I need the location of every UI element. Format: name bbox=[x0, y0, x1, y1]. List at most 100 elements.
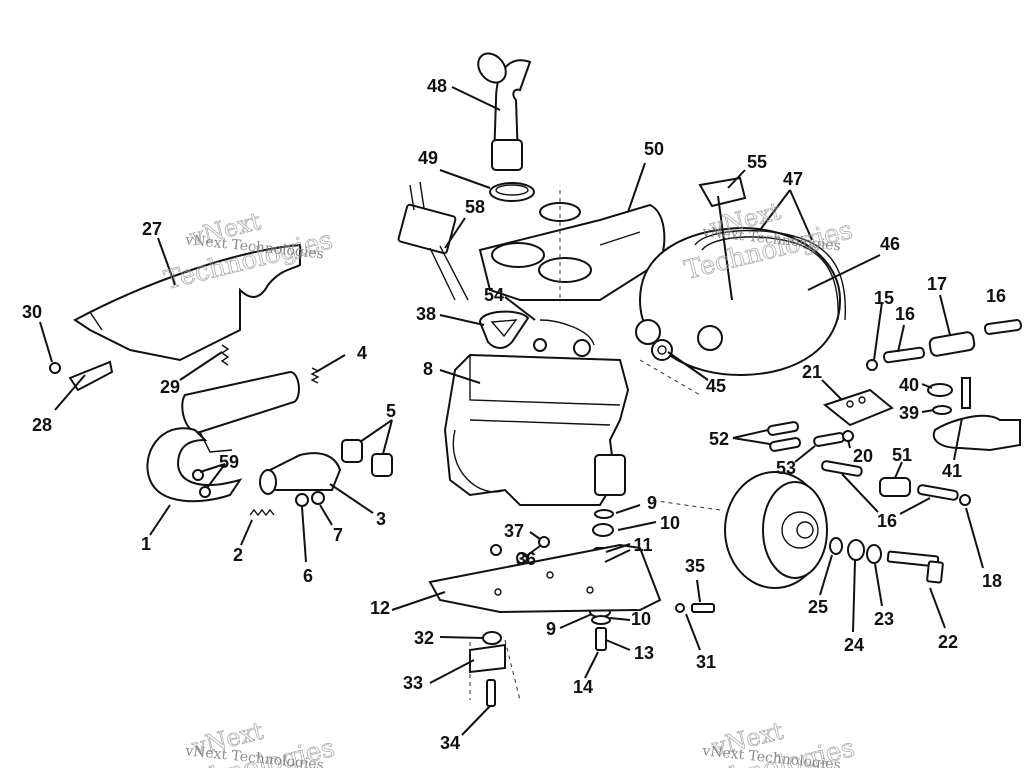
part-48-elbow-tube bbox=[477, 52, 532, 171]
callout-38: 38 bbox=[416, 304, 436, 324]
part-45-grommet bbox=[651, 339, 673, 361]
part-31-nut bbox=[675, 603, 685, 613]
part-39-washer bbox=[932, 405, 952, 415]
part-30-screw bbox=[49, 362, 61, 374]
part-46-crankcase-housing bbox=[635, 226, 847, 377]
part-33-plate bbox=[469, 643, 506, 674]
callout-31: 31 bbox=[696, 652, 716, 672]
part-53-sleeve bbox=[813, 432, 846, 447]
callout-1: 1 bbox=[141, 534, 151, 554]
callout-41: 41 bbox=[942, 461, 962, 481]
callout-36: 36 bbox=[516, 549, 536, 569]
callout-9-lower: 9 bbox=[546, 619, 556, 639]
callout-21: 21 bbox=[802, 362, 822, 382]
callout-2: 2 bbox=[233, 545, 243, 565]
part-2-spring bbox=[249, 508, 275, 517]
callout-6: 6 bbox=[303, 566, 313, 586]
callout-29: 29 bbox=[160, 377, 180, 397]
part-23-washer bbox=[866, 544, 882, 564]
callout-11: 11 bbox=[633, 535, 652, 555]
part-29-spring bbox=[220, 344, 230, 366]
part-58-electrical-module bbox=[397, 181, 469, 301]
part-8-engine bbox=[443, 319, 630, 506]
callout-48: 48 bbox=[427, 76, 447, 96]
part-13-bolt bbox=[595, 627, 607, 651]
part-55-warning-tag bbox=[698, 176, 747, 208]
assembly-guide-lines bbox=[469, 190, 721, 701]
callout-14: 14 bbox=[573, 677, 593, 697]
part-27-belt-guard bbox=[73, 243, 301, 362]
callout-55: 55 bbox=[747, 152, 767, 172]
callout-46: 46 bbox=[880, 234, 900, 254]
callout-15: 15 bbox=[874, 288, 894, 308]
part-37-nut bbox=[538, 536, 550, 548]
callout-16-lower: 16 bbox=[877, 511, 897, 531]
part-16-hose-upper bbox=[883, 346, 925, 364]
callout-32: 32 bbox=[414, 628, 434, 648]
callout-3: 3 bbox=[376, 509, 386, 529]
callout-39: 39 bbox=[899, 403, 919, 423]
callout-8: 8 bbox=[423, 359, 433, 379]
callout-52: 52 bbox=[709, 429, 729, 449]
part-52-sleeves bbox=[767, 421, 802, 452]
callout-49: 49 bbox=[418, 148, 438, 168]
part-22-bolt bbox=[886, 550, 944, 584]
part-3-exhaust-manifold bbox=[259, 452, 342, 495]
part-10-bushing-lower bbox=[591, 615, 611, 625]
part-51-fitting bbox=[879, 477, 911, 497]
part-20-nut bbox=[842, 430, 854, 442]
callout-37: 37 bbox=[504, 521, 524, 541]
callout-10-upper: 10 bbox=[660, 513, 680, 533]
callout-22: 22 bbox=[938, 632, 958, 652]
part-40-cap bbox=[927, 383, 953, 397]
callout-17: 17 bbox=[927, 274, 947, 294]
callout-58: 58 bbox=[465, 197, 485, 217]
part-15-clamp bbox=[866, 359, 878, 371]
callout-12: 12 bbox=[370, 598, 390, 618]
part-9-washer-upper bbox=[594, 509, 614, 519]
callout-59: 59 bbox=[219, 452, 239, 472]
part-38-gasket bbox=[478, 310, 530, 349]
part-6-nut bbox=[295, 493, 309, 507]
callout-16-right: 16 bbox=[986, 286, 1006, 306]
callout-9-upper: 9 bbox=[647, 493, 657, 513]
callout-47: 47 bbox=[783, 169, 803, 189]
callout-30: 30 bbox=[22, 302, 42, 322]
part-49-clamp-ring bbox=[489, 182, 535, 202]
callout-13: 13 bbox=[634, 643, 654, 663]
callout-27: 27 bbox=[142, 219, 162, 239]
callout-23: 23 bbox=[874, 609, 894, 629]
callout-24: 24 bbox=[844, 635, 864, 655]
part-7-washer bbox=[311, 491, 325, 505]
callout-18: 18 bbox=[982, 571, 1002, 591]
callout-10-lower: 10 bbox=[631, 609, 651, 629]
callout-53: 53 bbox=[776, 458, 796, 478]
callout-54: 54 bbox=[484, 285, 504, 305]
part-5-gaskets bbox=[341, 439, 393, 477]
part-16-hose-lower bbox=[821, 460, 959, 501]
part-50-air-silencer bbox=[478, 202, 666, 301]
callout-35: 35 bbox=[685, 556, 705, 576]
part-34-bolt bbox=[486, 679, 496, 707]
callout-4: 4 bbox=[357, 343, 367, 363]
part-36-nut bbox=[490, 544, 528, 564]
callout-34: 34 bbox=[440, 733, 460, 753]
part-24-washer bbox=[847, 539, 865, 561]
callout-45: 45 bbox=[706, 376, 726, 396]
leader-lines bbox=[39, 86, 984, 736]
callout-5: 5 bbox=[386, 401, 396, 421]
callout-20: 20 bbox=[853, 446, 873, 466]
part-17-fuel-filter bbox=[928, 331, 976, 357]
part-12-engine-plate bbox=[428, 543, 662, 614]
callout-40: 40 bbox=[899, 375, 919, 395]
part-35-bolt bbox=[691, 603, 715, 613]
part-25-washer bbox=[829, 537, 843, 555]
part-1-muffler bbox=[146, 370, 300, 503]
callout-28: 28 bbox=[32, 415, 52, 435]
part-10-bushing-upper bbox=[592, 523, 614, 537]
callout-25: 25 bbox=[808, 597, 828, 617]
part-16-hose-right bbox=[983, 319, 1023, 335]
callout-51: 51 bbox=[892, 445, 912, 465]
part-21-plate bbox=[822, 388, 894, 427]
